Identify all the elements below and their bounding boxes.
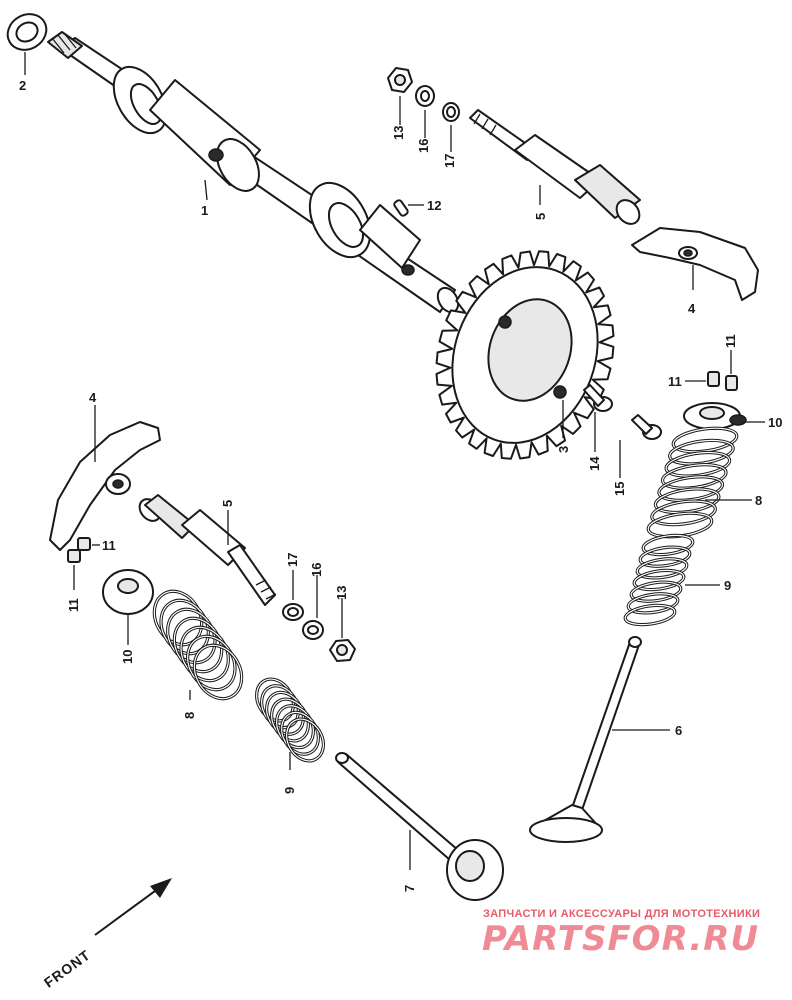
inner-valve-spring-9-right (623, 533, 695, 627)
callout-16-left: 16 (309, 563, 324, 577)
callout-11-left-b: 11 (66, 598, 81, 612)
callout-1: 1 (201, 203, 208, 218)
washer-16-top (415, 85, 435, 107)
callout-5-top: 5 (533, 213, 548, 220)
nut-13-left (329, 639, 356, 662)
callout-12: 12 (427, 198, 441, 213)
rocker-shaft-5-top (469, 109, 641, 225)
callout-17-left: 17 (285, 553, 300, 567)
rocker-arm-4-top (631, 227, 759, 301)
washer-16-left (302, 620, 324, 640)
nut-13-top (387, 67, 413, 93)
valve-keeper-11-left (67, 537, 91, 563)
callout-10-left: 10 (120, 650, 135, 664)
front-arrow (94, 878, 172, 936)
valve-6 (529, 636, 642, 843)
rocker-shaft-5-left (138, 494, 277, 606)
outer-valve-spring-8-right (646, 426, 739, 539)
callout-5-left: 5 (220, 500, 235, 507)
callout-2: 2 (19, 78, 26, 93)
callout-11-left-a: 11 (102, 538, 116, 553)
callout-4-top: 4 (688, 301, 696, 316)
dowel-pin-12 (393, 199, 409, 217)
callout-10-right: 10 (768, 415, 782, 430)
cam-sprocket-3 (435, 250, 615, 460)
callout-9-right: 9 (724, 578, 731, 593)
bolt-14 (583, 384, 613, 412)
rocker-arm-4-left (49, 421, 161, 551)
o-ring-17-top (442, 102, 460, 122)
camshaft-1 (47, 31, 460, 314)
callout-6: 6 (675, 723, 682, 738)
watermark-brand: PARTSFOR.RU (482, 919, 759, 959)
callout-11-right-b: 11 (723, 334, 738, 348)
o-ring-17-left (282, 603, 304, 621)
callout-3: 3 (556, 446, 571, 453)
front-label: FRONT (41, 946, 93, 990)
callout-13-left: 13 (334, 586, 349, 600)
callout-11-right-a: 11 (668, 374, 682, 389)
callout-8-right: 8 (755, 493, 762, 508)
callout-8-left: 8 (182, 712, 197, 719)
callout-16-top: 16 (416, 139, 431, 153)
bolt-15 (631, 414, 662, 440)
inner-valve-spring-9-left (255, 677, 325, 763)
callout-9-left: 9 (282, 787, 297, 794)
callout-4-left: 4 (89, 390, 97, 405)
valve-7 (335, 752, 504, 901)
callout-7: 7 (402, 885, 417, 892)
thrust-washer-2 (6, 13, 48, 51)
outer-valve-spring-8-left (152, 589, 244, 701)
valve-keeper-11-right (707, 371, 738, 391)
callout-17-top: 17 (442, 154, 457, 168)
spring-retainer-10-right (683, 402, 747, 430)
callout-13-top: 13 (391, 126, 406, 140)
callout-15: 15 (612, 482, 627, 496)
callout-14: 14 (587, 456, 602, 471)
spring-retainer-10-left (102, 569, 154, 615)
watermark-tagline: ЗАПЧАСТИ И АКСЕССУАРЫ ДЛЯ МОТОТЕХНИКИ (483, 908, 760, 920)
